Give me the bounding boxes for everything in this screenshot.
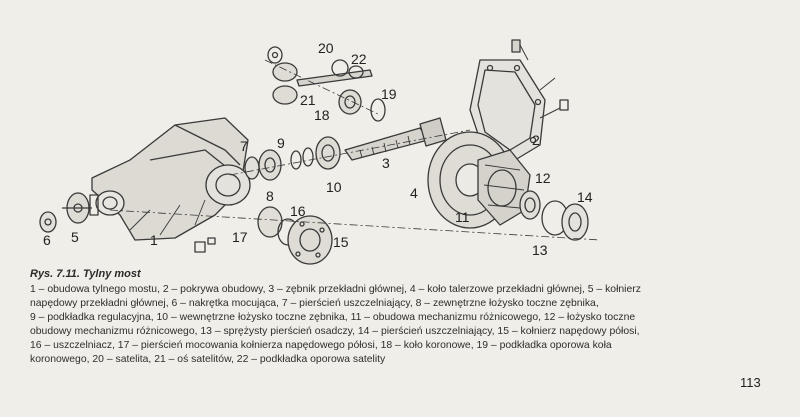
callout-4: 4 (410, 185, 418, 201)
axle-housing-part (91, 117, 251, 241)
figure-caption-title: Rys. 7.11. Tylny most (30, 268, 141, 280)
halfshaft-flange-part (257, 206, 333, 265)
page-number: 113 (740, 375, 761, 390)
assembly-axes (109, 59, 601, 241)
callout-19: 19 (381, 86, 397, 102)
callout-6: 6 (43, 232, 51, 248)
fasteners (89, 39, 569, 253)
callout-21: 21 (300, 92, 316, 108)
callout-12: 12 (535, 170, 551, 186)
differential-gears (267, 46, 386, 122)
pinion-flange-part (39, 192, 92, 233)
callout-16: 16 (290, 203, 306, 219)
callout-15: 15 (333, 234, 349, 250)
callout-1: 1 (150, 232, 158, 248)
callout-14: 14 (577, 189, 593, 205)
callout-17: 17 (232, 229, 248, 245)
callout-22: 22 (351, 51, 367, 67)
housing-cover-part (469, 44, 561, 161)
callout-7: 7 (240, 138, 248, 154)
callout-20: 20 (318, 40, 334, 56)
caption-line: 9 – podkładka regulacyjna, 10 – wewnętrz… (30, 312, 636, 323)
caption-line: 1 – obudowa tylnego mostu, 2 – pokrywa o… (30, 284, 641, 295)
pinion-part (344, 117, 447, 161)
pinion-bearings (244, 136, 341, 181)
callout-3: 3 (382, 155, 390, 171)
callout-8: 8 (266, 188, 274, 204)
caption-line: obudowy mechanizmu różnicowego, 13 – spr… (30, 326, 640, 337)
callout-18: 18 (314, 107, 330, 123)
rear-axle-exploded-diagram (39, 39, 601, 265)
caption-line: 16 – uszczelniacz, 17 – pierścień mocowa… (30, 340, 612, 351)
caption-line: koronowego, 20 – satelita, 21 – oś satel… (30, 354, 386, 365)
caption-line: napędowy przekładni głównej, 6 – nakrętk… (30, 298, 599, 309)
callout-2: 2 (532, 132, 540, 148)
callout-13: 13 (532, 242, 548, 258)
callout-11: 11 (455, 209, 470, 225)
differential-bearings (519, 190, 589, 241)
callout-5: 5 (71, 229, 79, 245)
callout-10: 10 (326, 179, 342, 195)
callout-9: 9 (277, 135, 285, 151)
